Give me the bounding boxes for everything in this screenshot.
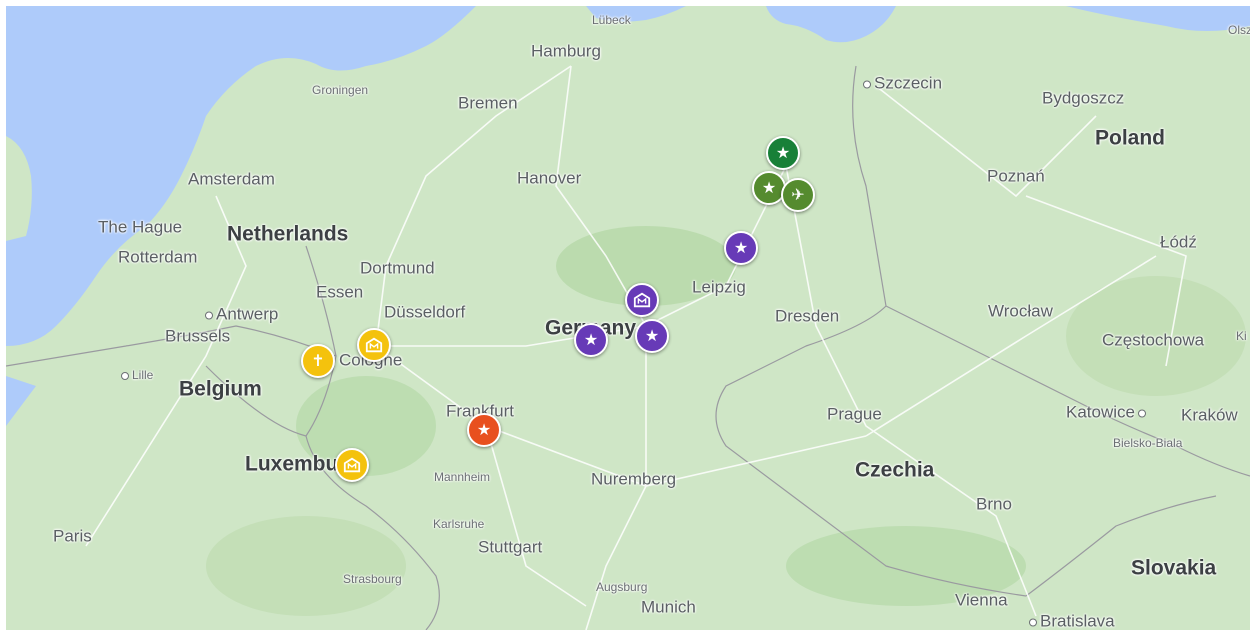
museum-marker-luxemburg[interactable] <box>335 448 369 482</box>
city-label-lille: Lille <box>118 369 153 381</box>
city-dot <box>121 371 129 380</box>
star-marker-potsdam-area[interactable]: ★ <box>724 231 758 265</box>
city-label-strasbourg: Strasbourg <box>343 572 402 586</box>
map-canvas[interactable]: Poland Netherlands Belgium Luxemburg Cze… <box>6 6 1250 630</box>
city-label-munich: Munich <box>641 597 696 617</box>
city-label-prague: Prague <box>827 404 882 424</box>
city-label-hamburg: Hamburg <box>531 41 601 61</box>
city-label-bielsko-biala: Bielsko-Biala <box>1113 436 1183 450</box>
country-label-slovakia: Slovakia <box>1131 556 1217 580</box>
city-label-czestochowa: Częstochowa <box>1102 330 1205 350</box>
city-label-rotterdam: Rotterdam <box>118 247 198 267</box>
city-label-dortmund: Dortmund <box>360 258 435 278</box>
city-dot <box>205 311 213 320</box>
city-label-groningen: Groningen <box>312 83 369 97</box>
city-label-essen: Essen <box>316 282 364 302</box>
city-label-dresden: Dresden <box>775 306 840 326</box>
museum-icon <box>365 337 383 353</box>
city-label-amsterdam: Amsterdam <box>188 169 275 189</box>
city-label-dusseldorf: Düsseldorf <box>384 302 466 322</box>
city-label-frankfurt: Frankfurt <box>446 401 515 421</box>
star-marker-berlin-west[interactable]: ★ <box>752 171 786 205</box>
city-label-kiev-partial: Ki <box>1236 329 1247 343</box>
city-label-poznan: Poznań <box>987 166 1045 186</box>
country-label-luxemburg: Luxemburg <box>245 452 360 476</box>
star-marker-berlin-top[interactable]: ★ <box>766 136 800 170</box>
city-label-paris: Paris <box>53 526 92 546</box>
museum-marker-central[interactable] <box>625 283 659 317</box>
city-label-mannheim: Mannheim <box>434 470 491 484</box>
city-label-stuttgart: Stuttgart <box>478 537 543 557</box>
city-label-lodz: Łódź <box>1160 232 1197 252</box>
city-name: Szczecin <box>874 73 943 93</box>
city-name: Antwerp <box>216 304 279 324</box>
city-label-brussels: Brussels <box>165 326 231 346</box>
city-label-the-hague: The Hague <box>98 217 183 237</box>
country-label-poland: Poland <box>1095 126 1166 150</box>
map-terrain <box>6 6 1250 630</box>
city-dot <box>863 80 871 89</box>
museum-marker-cologne[interactable] <box>357 328 391 362</box>
country-label-netherlands: Netherlands <box>227 222 349 246</box>
museum-icon <box>633 292 651 308</box>
city-dot <box>1029 618 1037 627</box>
star-marker-germany-2[interactable]: ★ <box>635 319 669 353</box>
city-label-karlsruhe: Karlsruhe <box>433 517 485 531</box>
airport-marker-berlin[interactable]: ✈ <box>781 178 815 212</box>
city-label-bratislava: Bratislava <box>1026 613 1115 630</box>
city-label-wroclaw: Wrocław <box>988 301 1053 321</box>
country-label-belgium: Belgium <box>179 377 262 401</box>
star-marker-germany-1[interactable]: ★ <box>574 323 608 357</box>
city-label-katowice: Katowice <box>1066 404 1149 421</box>
city-name: Bratislava <box>1040 611 1115 630</box>
city-label-bydgoszcz: Bydgoszcz <box>1042 88 1125 108</box>
church-marker-cologne[interactable]: ✝ <box>301 344 335 378</box>
city-label-olsztyn-partial: Olsz <box>1228 23 1250 37</box>
city-label-bremen: Bremen <box>458 93 518 113</box>
star-marker-frankfurt[interactable]: ★ <box>467 413 501 447</box>
country-label-czechia: Czechia <box>855 458 935 482</box>
city-label-szczecin: Szczecin <box>860 75 942 92</box>
city-label-vienna: Vienna <box>955 590 1008 610</box>
city-label-krakow: Kraków <box>1181 405 1238 425</box>
city-name: Katowice <box>1066 402 1135 422</box>
city-label-lubeck: Lübeck <box>592 13 631 27</box>
city-label-augsburg: Augsburg <box>596 580 648 594</box>
city-dot <box>1137 409 1146 418</box>
city-name: Lille <box>132 368 154 382</box>
city-label-antwerp: Antwerp <box>202 306 278 323</box>
city-label-nuremberg: Nuremberg <box>591 469 677 489</box>
city-label-brno: Brno <box>976 494 1012 514</box>
city-label-leipzig: Leipzig <box>692 277 746 297</box>
museum-icon <box>343 457 361 473</box>
city-label-hanover: Hanover <box>517 168 582 188</box>
